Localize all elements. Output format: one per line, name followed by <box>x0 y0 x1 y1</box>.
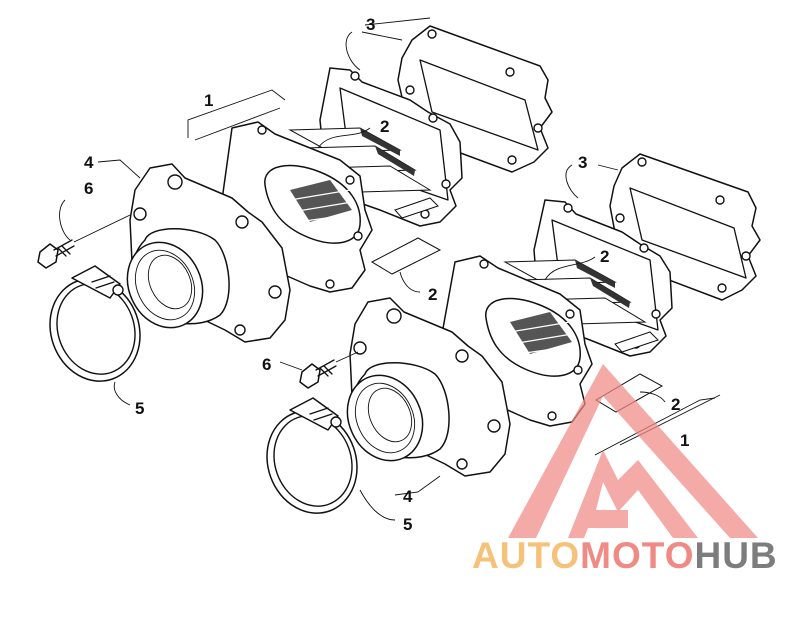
watermark-auto: AUTO <box>472 535 580 576</box>
callout-4-lower: 4 <box>403 487 413 506</box>
watermark-moto: MOTO <box>580 535 694 576</box>
callout-1-upper: 1 <box>204 91 213 110</box>
reed-petals-lower <box>503 259 647 325</box>
bolt-lower <box>299 351 359 389</box>
svg-text:AUTOMOTOHUB: AUTOMOTOHUB <box>472 535 778 576</box>
logo-inner-mark <box>568 450 698 538</box>
hose-clamp-upper <box>49 265 141 382</box>
reed-stop-upper <box>394 197 439 219</box>
callout-2-upper-piece: 2 <box>428 285 437 304</box>
callout-labels: 3 1 2 4 6 2 5 3 2 6 2 1 4 5 <box>84 15 689 534</box>
callout-6-lower: 6 <box>262 355 271 374</box>
reed-stop-lower <box>614 331 659 353</box>
intake-boot-lower <box>346 297 511 477</box>
callout-2-lower-reed: 2 <box>600 247 609 266</box>
leader-lines <box>59 17 721 521</box>
hose-clamp-lower <box>266 397 358 514</box>
callout-1-lower: 1 <box>680 431 689 450</box>
automotohub-watermark: AUTOMOTOHUB <box>472 364 778 576</box>
reed-piece-upper <box>370 237 442 275</box>
watermark-hub: HUB <box>694 535 777 576</box>
callout-2-upper-reed: 2 <box>380 117 389 136</box>
callout-4-upper: 4 <box>84 153 94 172</box>
triangle-logo-icon <box>508 364 758 538</box>
bolt-upper <box>37 214 131 269</box>
callout-6-upper: 6 <box>84 179 93 198</box>
callout-5-lower: 5 <box>403 515 412 534</box>
callout-3-upper: 3 <box>366 15 375 34</box>
callout-2-lower-piece: 2 <box>671 395 680 414</box>
callout-5-upper: 5 <box>135 399 144 418</box>
intake-boot-upper <box>126 163 291 343</box>
logo-outer-triangle <box>508 364 758 538</box>
callout-3-lower: 3 <box>578 153 587 172</box>
